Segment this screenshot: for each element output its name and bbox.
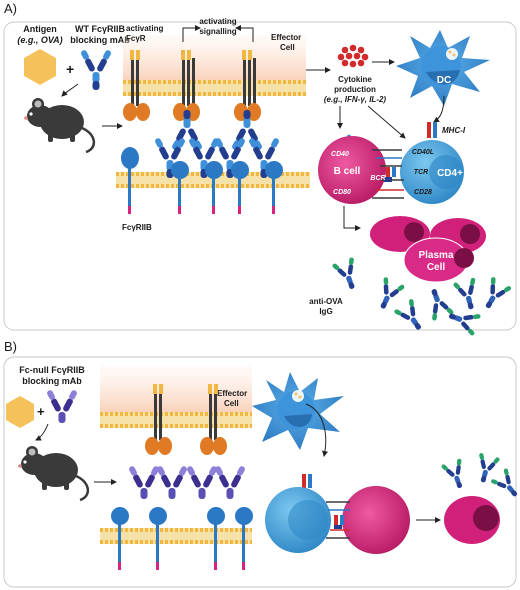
effector-cell-cytoplasm-b — [100, 366, 252, 414]
antigen-hexagon-icon — [6, 396, 34, 428]
bcell-label: B cell — [334, 166, 361, 177]
plasma-label-line2: Cell — [427, 262, 446, 273]
b-cell-b — [342, 486, 410, 554]
plasma-cells — [370, 216, 486, 283]
activating-signalling-label-line1: activating — [199, 17, 236, 26]
synapse-receptors-b — [326, 501, 350, 539]
antigen-hexagon-icon — [24, 49, 56, 85]
arrow-icon — [235, 25, 254, 42]
bcr-label: BCR — [370, 175, 385, 182]
effector-label-b-line2: Cell — [224, 399, 239, 408]
bcell-membrane-b — [100, 528, 252, 544]
arrow-icon — [35, 423, 49, 441]
antigen-label-line2: (e.g., OVA) — [17, 35, 62, 45]
panel-a: A) Antigen (e.g., OVA) WT FcγRIIB blocki… — [3, 1, 517, 338]
cytokine-label-line1: Cytokine — [338, 75, 372, 84]
effector-membrane — [123, 80, 306, 96]
fcnull-mab-label-line2: blocking mAb — [22, 376, 82, 386]
mab-label-line1: WT FcγRIIB — [75, 24, 126, 34]
dc-label: DC — [437, 75, 451, 86]
effector-cell-cytoplasm — [123, 35, 306, 83]
panel-b: B) Fc-null FcγRIIB blocking mAb + Effect… — [3, 339, 520, 588]
fcnull-mab-label-line1: Fc-null FcγRIIB — [19, 365, 85, 375]
plus-sign: + — [66, 61, 74, 77]
antigen-label-line1: Antigen — [23, 24, 57, 34]
activating-fcr-label-line2: FcγR — [126, 34, 146, 43]
effector-label-b-line1: Effector — [217, 389, 247, 398]
plus-sign: + — [37, 404, 45, 419]
cd4-t-cell-nucleus — [429, 155, 463, 189]
arrow-icon — [305, 403, 329, 457]
cd28-label: CD28 — [414, 189, 432, 196]
mhc-i-label: MHC-I — [442, 126, 466, 135]
effector-membrane-b — [100, 412, 252, 428]
arrow-icon — [433, 95, 445, 123]
t-cell-b-nucleus — [288, 500, 328, 540]
cd40-label: CD40 — [331, 151, 349, 158]
panel-b-border — [3, 356, 517, 588]
arrow-icon — [367, 105, 406, 139]
dendritic-cell-icon — [396, 30, 490, 106]
fcgriib-receptors-a — [121, 147, 283, 214]
igg-label-line1: anti-OVA — [309, 297, 343, 306]
activating-fcr-1 — [123, 50, 150, 121]
panel-a-tag: A) — [4, 1, 17, 16]
arrow-icon — [343, 206, 361, 231]
mhc-i-icon — [427, 122, 437, 138]
activating-fcr-2 — [173, 50, 200, 121]
plasma-cell-b — [444, 496, 500, 544]
dendritic-cell-icon-b — [252, 372, 344, 450]
fcnull-antibody-icon — [47, 390, 77, 423]
cytokine-label-line3: (e.g., IFN-γ, IL-2) — [324, 95, 387, 104]
cytokine-label-line2: production — [334, 85, 376, 94]
cd4-label: CD4+ — [437, 168, 463, 179]
activating-fcr-b — [145, 384, 227, 455]
cd40l-label: CD40L — [412, 149, 434, 156]
arrow-icon — [61, 83, 79, 97]
effector-label-line1: Effector — [271, 33, 301, 42]
fcnull-antibodies-b — [129, 466, 245, 499]
fcgriib-label: FcγRIIB — [122, 223, 152, 232]
activating-fcr-label-line1: activating — [126, 24, 163, 33]
mab-label-line2: blocking mAb — [70, 35, 130, 45]
synapse-receptors — [372, 149, 404, 199]
panel-b-tag: B) — [4, 339, 17, 354]
arrow-icon — [182, 25, 201, 42]
igg-label-line2: IgG — [319, 307, 332, 316]
b-cell — [318, 136, 386, 204]
effector-label-line2: Cell — [280, 43, 295, 52]
activating-signalling-label-line2: signalling — [199, 27, 236, 36]
plasma-label-line1: Plasma — [418, 250, 453, 261]
fcgriib-receptors-b — [111, 507, 253, 570]
tcr-label: TCR — [414, 169, 428, 176]
cd80-label: CD80 — [333, 189, 351, 196]
mhc-i-icon-b — [302, 474, 312, 488]
cytokine-dots-icon — [337, 44, 369, 68]
